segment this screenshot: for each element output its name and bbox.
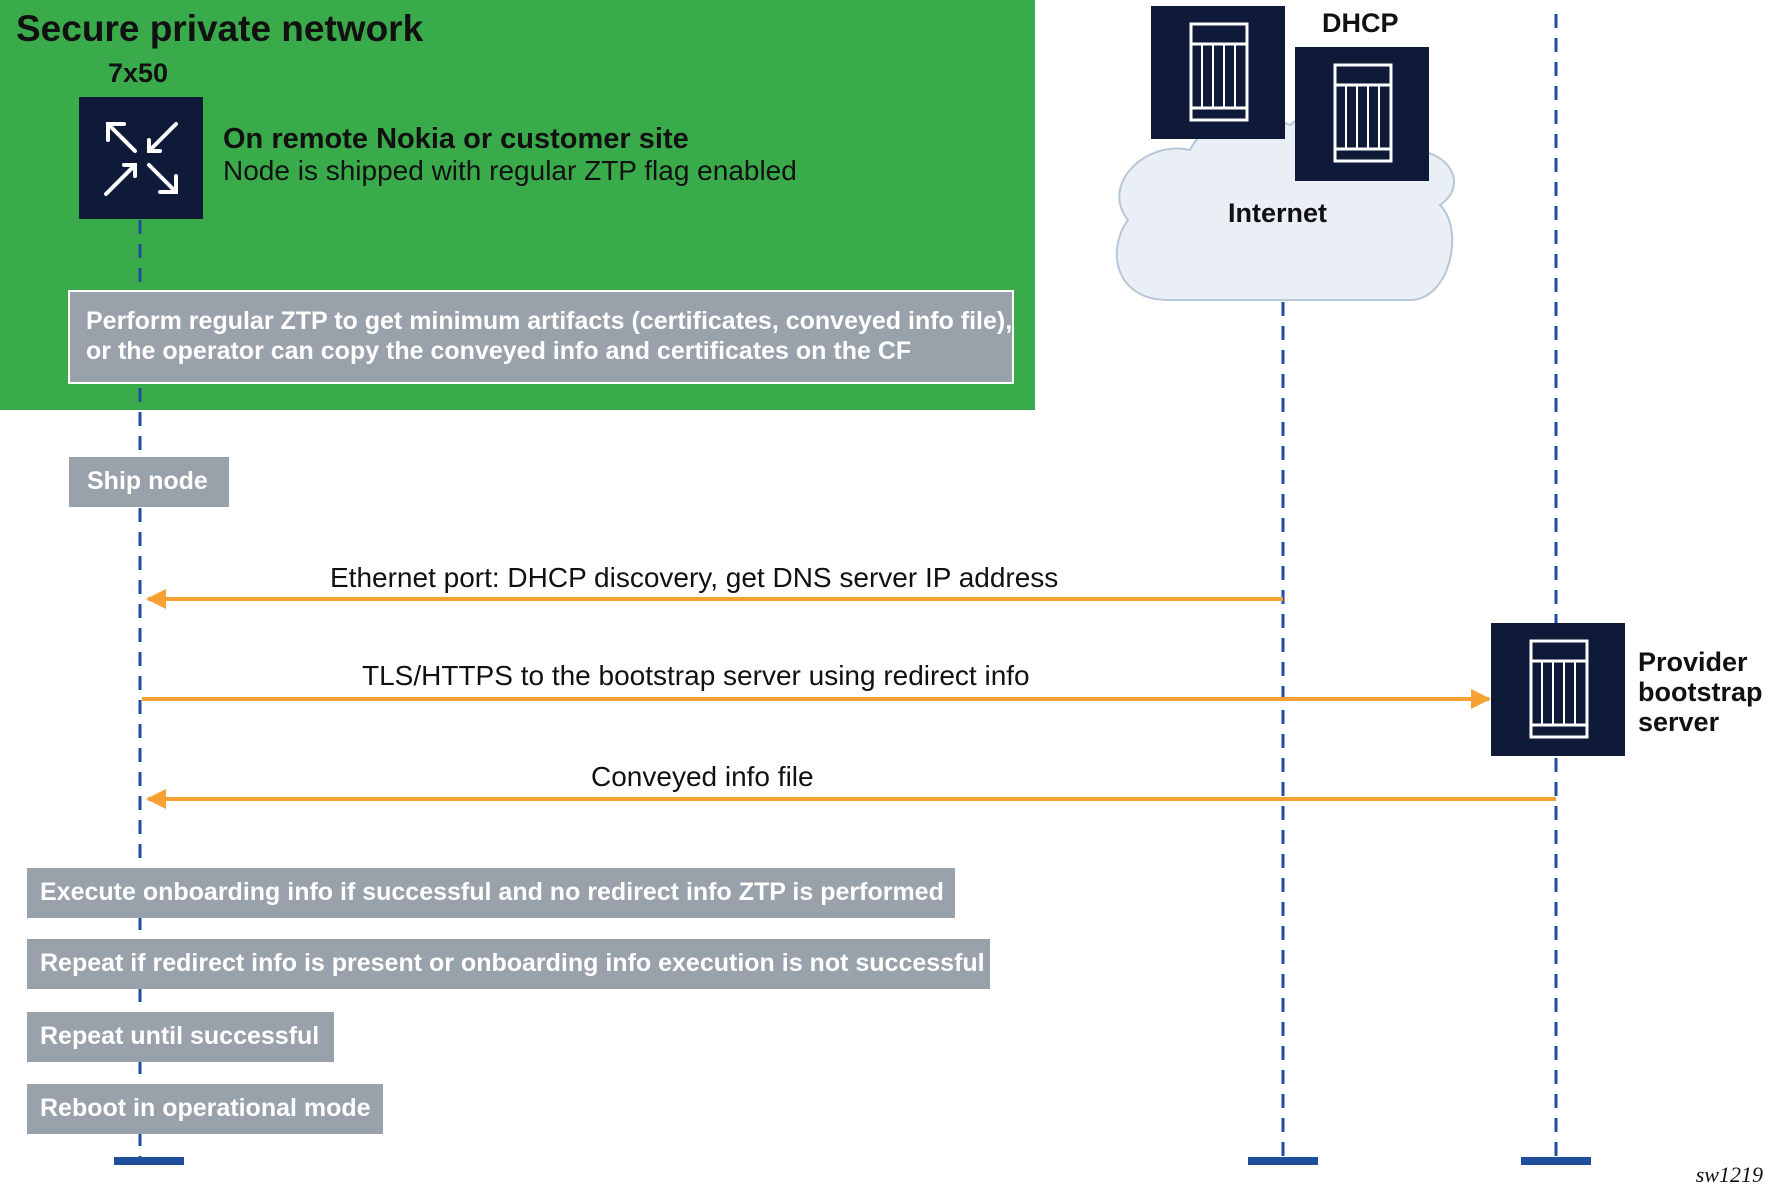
zone-title: Secure private network [16,8,424,49]
bootstrap-label-line: server [1638,707,1720,737]
step-perform-ztp: Perform regular ZTP to get minimum artif… [68,290,1014,384]
bootstrap-label: Provider bootstrap server [1638,647,1763,737]
bootstrap-label-line: bootstrap [1638,677,1763,707]
lifeline-end-7x50 [114,1157,184,1165]
step-ship-node: Ship node [69,457,229,507]
step-execute-onboarding: Execute onboarding info if successful an… [27,868,955,918]
dhcp-label: DHCP [1322,8,1399,38]
step-repeat-until-successful: Repeat until successful [27,1012,334,1062]
dhcp-server-icon [1151,6,1285,139]
dhcp-server-icon-2 [1295,47,1429,181]
router-arrows-icon [79,97,203,219]
message-conveyed-file: Conveyed info file [591,761,814,792]
message-dhcp-discovery: Ethernet port: DHCP discovery, get DNS s… [330,562,1059,593]
message-tls-https: TLS/HTTPS to the bootstrap server using … [362,660,1030,691]
step-perform-line: or the operator can copy the conveyed in… [86,337,912,365]
node-label: 7x50 [108,58,169,88]
step-reboot: Reboot in operational mode [27,1084,383,1134]
internet-label: Internet [1228,198,1328,228]
site-subtitle: Node is shipped with regular ZTP flag en… [223,155,797,186]
lifeline-end-bootstrap [1521,1157,1591,1165]
figure-id: sw1219 [1695,1162,1763,1187]
lifeline-end-internet [1248,1157,1318,1165]
bootstrap-label-line: Provider [1638,647,1748,677]
step-perform-line: Perform regular ZTP to get minimum artif… [86,307,1013,335]
site-title: On remote Nokia or customer site [223,123,689,155]
step-repeat-redirect: Repeat if redirect info is present or on… [27,939,990,989]
server-rack-icon [1491,623,1625,756]
